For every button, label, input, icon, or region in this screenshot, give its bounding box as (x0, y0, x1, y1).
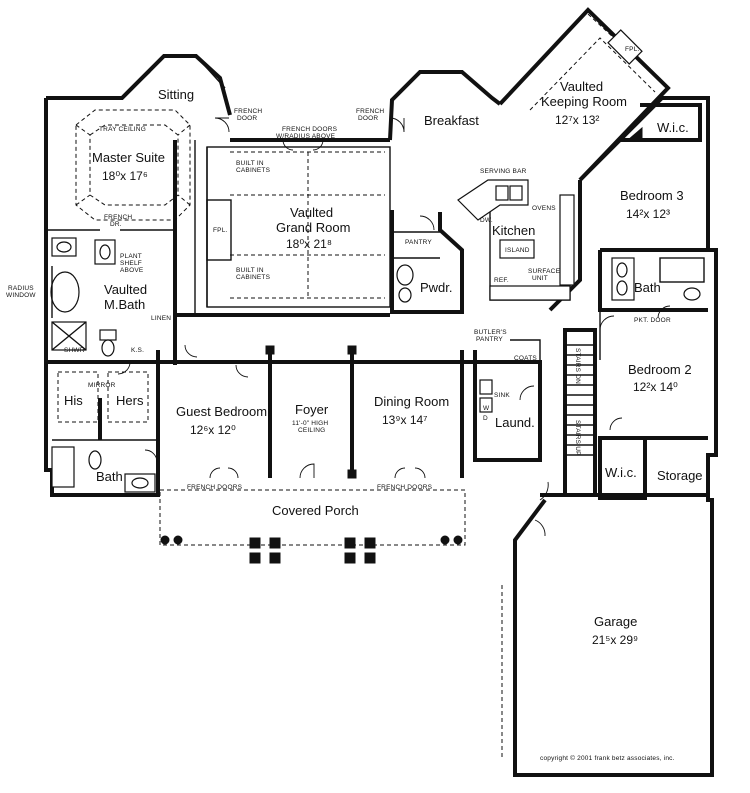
note-french-doors-dining: FRENCH DOORS (377, 484, 433, 491)
note-french-doors-guest: FRENCH DOORS (187, 484, 243, 491)
label-pwdr: Pwdr. (420, 280, 453, 295)
label-bath-left: Bath (96, 469, 123, 484)
note-built-in-2b: CABINETS (236, 274, 271, 281)
note-built-in-1b: CABINETS (236, 167, 271, 174)
note-pantry: PANTRY (405, 239, 432, 246)
label-kitchen: Kitchen (492, 223, 535, 238)
label-keeping-1: Vaulted (560, 79, 603, 94)
note-copyright: copyright © 2001 frank betz associates, … (540, 754, 675, 762)
note-mirror: MIRROR (88, 382, 116, 389)
label-keeping-2: Keeping Room (541, 94, 627, 109)
interior-walls (45, 103, 708, 500)
note-plant-shelf-1: PLANT (120, 253, 142, 260)
note-dw: DW. (480, 217, 493, 224)
note-stairs-up: STAIRS UP (574, 420, 581, 456)
note-island: ISLAND (505, 247, 530, 254)
note-french-door-1: FRENCH (234, 108, 262, 115)
label-wic-bottom: W.i.c. (605, 465, 637, 480)
note-pkt-door: PKT. DOOR (634, 317, 671, 324)
label-bedroom2: Bedroom 2 (628, 362, 692, 377)
label-foyer: Foyer (295, 402, 329, 417)
note-plant-shelf-3: ABOVE (120, 267, 144, 274)
label-master-suite-dim: 18⁰x 17⁶ (102, 169, 148, 183)
label-bedroom3-dim: 14²x 12³ (626, 207, 670, 221)
label-breakfast: Breakfast (424, 113, 479, 128)
note-ovens: OVENS (532, 205, 556, 212)
label-master-suite: Master Suite (92, 150, 165, 165)
note-fpl-keeping: FPL. (625, 46, 640, 53)
note-radius-window-2: WINDOW (6, 292, 36, 299)
note-foyer-ceiling-1: 11'-0" HIGH (292, 420, 328, 427)
label-his: His (64, 393, 83, 408)
label-garage: Garage (594, 614, 637, 629)
note-plant-shelf-2: SHELF (120, 260, 142, 267)
note-linen: LINEN (151, 315, 171, 322)
note-fpl-grand: FPL. (213, 227, 228, 234)
note-french-door-2: DOOR (237, 115, 257, 122)
label-bath-right: Bath (634, 280, 661, 295)
fixtures (50, 29, 701, 564)
label-vaulted-mbath-2: M.Bath (104, 297, 145, 312)
note-built-in-2a: BUILT IN (236, 267, 264, 274)
note-coats: COATS (514, 355, 537, 362)
label-dining-dim: 13⁹x 14⁷ (382, 413, 428, 427)
label-garage-dim: 21⁵x 29⁹ (592, 633, 638, 647)
label-grand-dim: 18⁰x 21⁸ (286, 237, 332, 251)
note-d: D (483, 415, 488, 422)
note-sink: SINK (494, 392, 510, 399)
note-foyer-ceiling-2: CEILING (298, 427, 325, 434)
note-french-dr-2: DR. (110, 221, 122, 228)
label-dining: Dining Room (374, 394, 449, 409)
label-hers: Hers (116, 393, 144, 408)
note-serving-bar: SERVING BAR (480, 168, 527, 175)
note-w: W (483, 405, 490, 412)
label-vaulted-mbath-1: Vaulted (104, 282, 147, 297)
room-labels: Sitting Master Suite 18⁰x 17⁶ Vaulted M.… (64, 79, 703, 647)
note-shwr: SHWR (64, 347, 85, 354)
label-sitting: Sitting (158, 87, 194, 102)
label-laund: Laund. (495, 415, 535, 430)
door-swings (117, 117, 671, 537)
note-surface-unit-2: UNIT (532, 275, 548, 282)
note-ks: K.S. (131, 347, 144, 354)
note-butlers-pantry-2: PANTRY (476, 336, 503, 343)
label-storage: Storage (657, 468, 703, 483)
note-surface-unit-1: SURFACE (528, 268, 561, 275)
note-built-in-1a: BUILT IN (236, 160, 264, 167)
note-french-doors-radius-2: W/RADIUS ABOVE (276, 133, 336, 140)
label-porch: Covered Porch (272, 503, 359, 518)
label-bedroom2-dim: 12²x 14⁰ (633, 380, 678, 394)
note-ref: REF. (494, 277, 509, 284)
label-keeping-dim: 12⁷x 13² (555, 113, 599, 127)
note-french-dr-1: FRENCH (104, 214, 132, 221)
label-grand-2: Grand Room (276, 220, 350, 235)
label-guest-dim: 12⁶x 12⁰ (190, 423, 236, 437)
label-guest: Guest Bedroom (176, 404, 267, 419)
note-labels: TRAY CEILING FRENCH DOOR FRENCH DOORS W/… (6, 46, 675, 762)
note-french-door-b2: DOOR (358, 115, 378, 122)
note-butlers-pantry-1: BUTLER'S (474, 329, 507, 336)
label-bedroom3: Bedroom 3 (620, 188, 684, 203)
note-stairs-dn: STAIRS DN. (574, 348, 581, 386)
note-radius-window-1: RADIUS (8, 285, 34, 292)
label-grand-1: Vaulted (290, 205, 333, 220)
label-wic-top: W.i.c. (657, 120, 689, 135)
note-tray-ceiling: TRAY CEILING (99, 126, 146, 133)
note-french-doors-radius-1: FRENCH DOORS (282, 126, 338, 133)
note-french-door-b1: FRENCH (356, 108, 384, 115)
